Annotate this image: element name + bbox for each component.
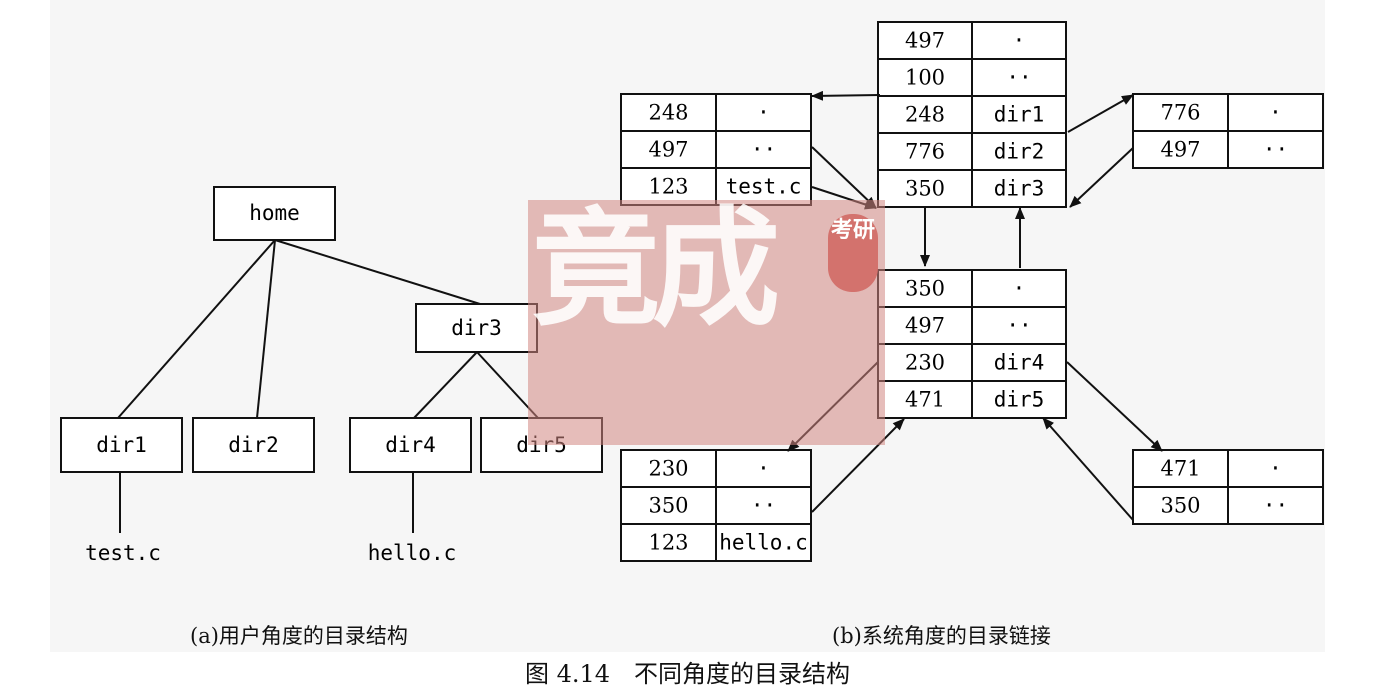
entry-name: ·: [1013, 277, 1026, 301]
entry-name: ··: [1006, 66, 1031, 90]
inode-number: 471: [905, 388, 945, 412]
inode-number: 497: [905, 314, 945, 338]
entry-name: dir5: [994, 388, 1045, 412]
name-cell: [1227, 93, 1324, 132]
entry-name: test.c: [726, 175, 802, 199]
name-cell: [1227, 130, 1324, 169]
table-dir1: 248 · 497 ·· 123 test.c: [620, 93, 812, 206]
inode-number: 100: [905, 66, 945, 90]
inode-number: 350: [1160, 494, 1200, 518]
table-dir4: 230 · 350 ·· 123 hello.c: [620, 449, 812, 562]
inode-number: 248: [648, 101, 688, 125]
inode-number: 350: [905, 277, 945, 301]
arrow-root-to-dir1: [811, 90, 881, 101]
inode-cell: [877, 132, 973, 171]
name-cell: [971, 95, 1067, 134]
tree-edges: [117, 239, 539, 533]
arrow-dir5-parent-to-dir3: [1042, 417, 1134, 521]
entry-name: ·: [757, 457, 770, 481]
inode-cell: [877, 169, 973, 208]
watermark-badge: 考研: [828, 214, 878, 292]
svg-text:home: home: [249, 201, 300, 225]
inode-number: 123: [648, 175, 688, 199]
inode-cell: [620, 93, 717, 132]
entry-name: dir1: [994, 103, 1045, 127]
inode-number: 497: [1160, 138, 1200, 162]
entry-name: dir2: [994, 140, 1045, 164]
inode-cell: [620, 449, 717, 488]
arrow-dir1-parent-to-root: [811, 146, 877, 209]
entry-name: ··: [751, 138, 776, 162]
arrow-root-to-dir2: [1067, 94, 1134, 133]
name-cell: [715, 167, 812, 206]
svg-text:dir4: dir4: [385, 433, 436, 457]
tree-node-dir4: dir4: [349, 417, 472, 473]
table-dir2: 776 · 497 ··: [1132, 93, 1324, 169]
entry-name: ··: [1263, 494, 1288, 518]
entry-name: ·: [1269, 101, 1282, 125]
arrow-dir2-parent-to-root: [1069, 147, 1134, 208]
name-cell: [715, 523, 812, 562]
tree-node-dir3: dir3: [415, 303, 538, 353]
svg-text:dir3: dir3: [451, 316, 502, 340]
name-cell: [971, 132, 1067, 171]
entry-name: ··: [1006, 314, 1031, 338]
arrow-dir3-to-dir5: [1066, 361, 1163, 452]
name-cell: [971, 169, 1067, 208]
svg-text:dir2: dir2: [228, 433, 279, 457]
tree-node-dir2: dir2: [192, 417, 315, 473]
caption-user-view: (a)用户角度的目录结构: [190, 624, 408, 648]
name-cell: [971, 58, 1067, 97]
entry-name: ·: [757, 101, 770, 125]
caption-system-view: (b)系统角度的目录链接: [832, 624, 1051, 648]
entry-name: dir4: [994, 351, 1045, 375]
table-root: 497 · 100 ·· 248 dir1 776 dir2 350 dir3: [877, 21, 1067, 208]
arrow-dir4-parent-to-dir3: [811, 418, 905, 513]
inode-cell: [877, 380, 973, 419]
inode-number: 497: [648, 138, 688, 162]
name-cell: [971, 380, 1067, 419]
table-dir5: 471 · 350 ··: [1132, 449, 1324, 525]
name-cell: [1227, 486, 1324, 525]
inode-number: 248: [905, 103, 945, 127]
tree-node-dir1: dir1: [60, 417, 183, 473]
inode-number: 497: [905, 29, 945, 53]
inode-number: 123: [648, 531, 688, 555]
inode-number: 471: [1160, 457, 1200, 481]
entry-name: ··: [1263, 138, 1288, 162]
entry-name: ·: [1269, 457, 1282, 481]
name-cell: [1227, 449, 1324, 488]
watermark-logo: 竟成: [532, 194, 780, 344]
name-cell: [971, 21, 1067, 60]
inode-number: 350: [648, 494, 688, 518]
inode-cell: [877, 306, 973, 345]
entry-name: ·: [1013, 29, 1026, 53]
watermark-stamp: [528, 200, 885, 445]
entry-name: hello.c: [719, 531, 808, 555]
inode-number: 230: [648, 457, 688, 481]
tree-node-home: home: [213, 186, 336, 241]
figure-title: 图 4.14 不同角度的目录结构: [524, 660, 851, 688]
inode-number: 230: [905, 351, 945, 375]
table-dir3: 350 · 497 ·· 230 dir4 471 dir5: [877, 269, 1067, 419]
inode-number: 350: [905, 177, 945, 201]
tree-file-test: test.c: [85, 541, 161, 565]
inode-cell: [1132, 93, 1229, 132]
inode-cell: [620, 167, 717, 206]
entry-name: dir3: [994, 177, 1045, 201]
inode-cell: [620, 523, 717, 562]
name-cell: [715, 130, 812, 169]
entry-name: ··: [751, 494, 776, 518]
name-cell: [715, 449, 812, 488]
name-cell: [715, 486, 812, 525]
svg-text:dir1: dir1: [96, 433, 147, 457]
tree-file-hello: hello.c: [368, 541, 457, 565]
inode-number: 776: [905, 140, 945, 164]
name-cell: [971, 306, 1067, 345]
inode-number: 776: [1160, 101, 1200, 125]
